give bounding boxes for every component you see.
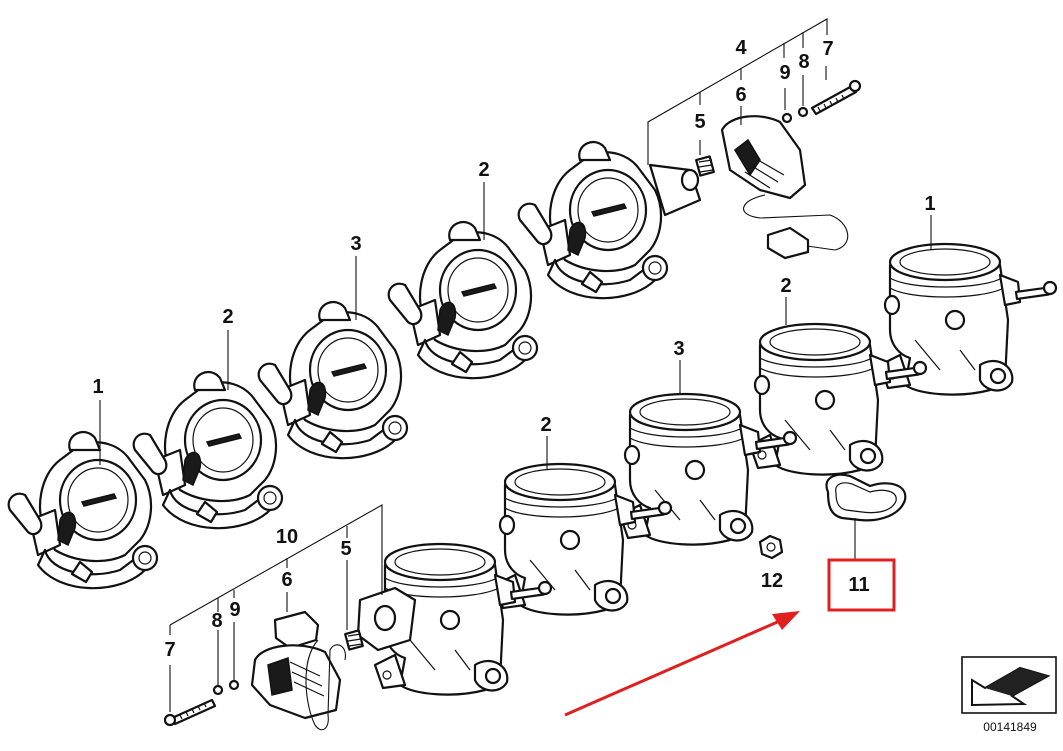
- callout-8: 8: [798, 51, 809, 73]
- callout-2: 2: [780, 275, 791, 297]
- callout-3: 3: [673, 338, 684, 360]
- callout-4: 4: [735, 37, 747, 59]
- callout-7: 7: [164, 639, 175, 661]
- screw-set-upper: [781, 79, 862, 124]
- gasket: [825, 473, 907, 522]
- callout-5: 5: [340, 538, 351, 560]
- actuator-motor-lower: [250, 610, 346, 731]
- leader-lines: [99, 18, 932, 712]
- callout-8: 8: [211, 610, 222, 632]
- throttle-body-3-upper: [257, 300, 409, 460]
- callout-1: 1: [924, 193, 935, 215]
- highlight-box-11: 11: [827, 558, 896, 612]
- callout-12: 12: [761, 570, 783, 592]
- callout-9: 9: [779, 62, 790, 84]
- callout-9: 9: [229, 599, 240, 621]
- callout-1: 1: [92, 376, 103, 398]
- nut: [758, 534, 784, 560]
- callout-11: 11: [848, 574, 869, 596]
- callout-2: 2: [540, 414, 551, 436]
- spring-lower: [344, 629, 364, 651]
- throttle-body-2-upper-b: [387, 220, 539, 380]
- callout-3: 3: [350, 233, 361, 255]
- throttle-body-actuator-upper: [517, 140, 669, 300]
- screw-set-lower: [163, 679, 240, 727]
- actuator-housing-upper: [648, 163, 702, 217]
- actuator-flange-lower: [356, 586, 417, 652]
- actuator-motor-upper: [720, 115, 849, 260]
- callout-numbers: 1 2 3 2 4 5 6 9 8 7 1 2 3 2 10 5 6 8 9 7…: [92, 37, 935, 661]
- callout-5: 5: [694, 111, 705, 133]
- arrow-corner-icon: [961, 656, 1057, 714]
- callout-6: 6: [735, 84, 746, 106]
- callout-7: 7: [822, 38, 833, 60]
- document-number: 00141849: [983, 720, 1037, 734]
- callout-6: 6: [281, 569, 292, 591]
- spring-upper: [695, 155, 715, 177]
- throttle-body-1-upper: [7, 430, 159, 590]
- red-arrow-icon: [564, 611, 800, 717]
- callout-10: 10: [276, 526, 298, 548]
- callout-2: 2: [478, 159, 489, 181]
- callout-2: 2: [222, 306, 233, 328]
- throttle-body-2-upper: [132, 370, 284, 530]
